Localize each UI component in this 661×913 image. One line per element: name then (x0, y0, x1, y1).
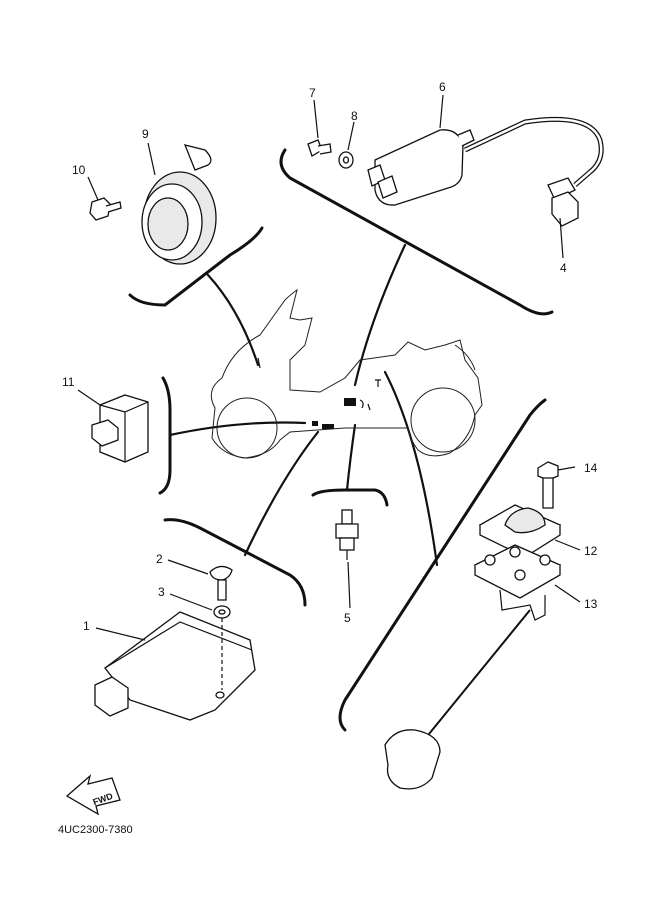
label-part-7: 7 (309, 86, 316, 100)
fwd-arrow-icon: FWD (65, 774, 121, 816)
label-part-8: 8 (351, 109, 358, 123)
label-part-11: 11 (62, 375, 75, 389)
label-part-12: 12 (584, 544, 598, 558)
relay (91, 394, 149, 463)
motorcycle-silhouette (210, 288, 483, 459)
label-part-13: 13 (584, 597, 598, 611)
cdi-unit (94, 611, 256, 721)
wire-leaders (168, 243, 439, 567)
label-part-5: 5 (344, 611, 351, 625)
label-part-14: 14 (584, 461, 598, 475)
plug-cap (547, 177, 579, 227)
drawing-code: 4UC2300-7380 (58, 824, 133, 836)
label-part-2: 2 (156, 552, 163, 566)
label-part-4: 4 (560, 261, 567, 275)
component-markers (257, 357, 381, 429)
bolt-14 (537, 461, 559, 509)
ignition-coil (367, 116, 604, 206)
label-part-10: 10 (72, 163, 86, 177)
leader-lines (77, 94, 581, 641)
bolt-10 (89, 197, 122, 221)
sensor (335, 509, 359, 560)
label-part-9: 9 (142, 127, 149, 141)
horn (141, 144, 217, 265)
bolt-7 (307, 139, 332, 157)
label-part-3: 3 (158, 585, 165, 599)
washer-8 (338, 151, 354, 169)
group-brackets (128, 148, 554, 732)
fuel-sender (384, 504, 562, 790)
part-labels: 9 10 7 8 6 4 11 5 1 2 3 14 12 13 (62, 80, 598, 633)
screw-2 (209, 565, 233, 601)
label-part-1: 1 (83, 619, 90, 633)
label-part-6: 6 (439, 80, 446, 94)
washer-3 (213, 605, 231, 690)
